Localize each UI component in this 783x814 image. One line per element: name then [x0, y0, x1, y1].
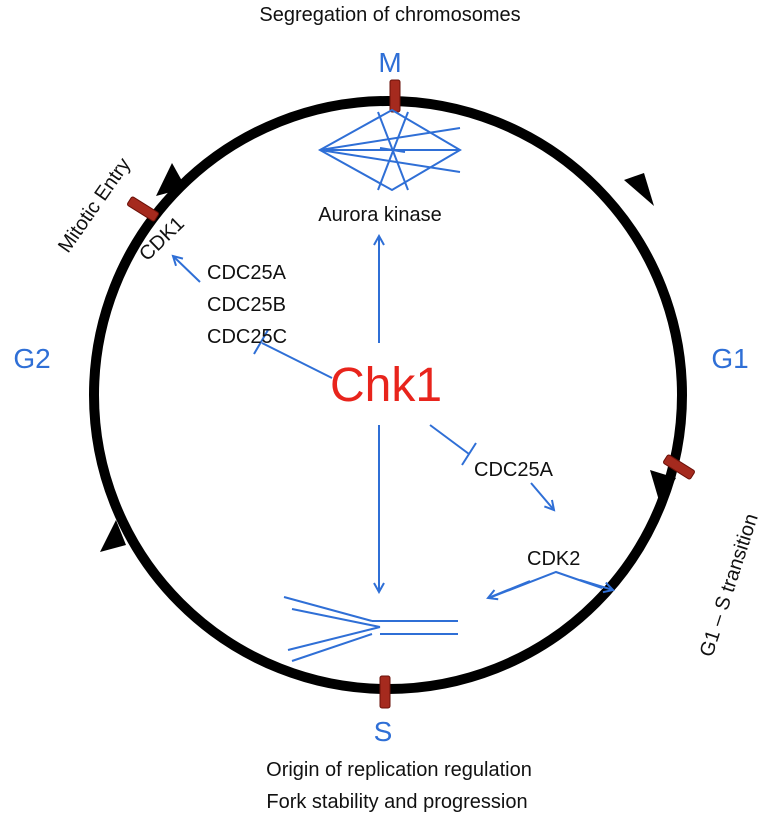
cdc25b-label: CDC25B: [207, 294, 286, 316]
inhibit-bar-cdc25a: [461, 442, 477, 466]
chk1-label: Chk1: [330, 359, 442, 412]
cycle-arrowhead-lower-left: [100, 520, 126, 552]
cdc25c-label: CDC25C: [207, 326, 287, 348]
cdk2-label: CDK2: [527, 548, 580, 570]
arrow-cdc25-to-cdk1: [173, 256, 201, 283]
arrow-cdk2-to-g1s: [579, 579, 613, 590]
cdc25a-left-label: CDC25A: [207, 262, 287, 284]
phase-g1: G1: [711, 343, 748, 374]
inhibit-chk1-cdc25c: [261, 342, 333, 379]
replication-fork-icon: [283, 596, 458, 662]
top-label: Segregation of chromosomes: [259, 4, 520, 26]
phase-g2: G2: [13, 343, 50, 374]
aurora-kinase-label: Aurora kinase: [318, 204, 441, 226]
cdk2-bracket: [488, 570, 603, 599]
spindle-icon: [317, 108, 462, 192]
arrow-cdk2-to-fork: [488, 580, 531, 598]
checkpoint-m: [389, 79, 401, 113]
bottom-label-2: Fork stability and progression: [266, 791, 527, 813]
checkpoint-s: [379, 675, 391, 709]
phase-s: S: [374, 716, 393, 747]
cdc25a-right-label: CDC25A: [474, 459, 554, 481]
inhibit-chk1-cdc25a: [429, 424, 470, 455]
phase-m: M: [378, 47, 401, 78]
checkpoint-g1-s: [663, 454, 695, 480]
mitotic-entry-label: Mitotic Entry: [54, 154, 135, 257]
cycle-arrowhead-upper-left: [156, 163, 186, 196]
arrow-cdc25a-to-cdk2: [530, 482, 554, 510]
cycle-arrowhead-lower-right: [650, 470, 676, 504]
cycle-arrowhead-upper-right: [624, 173, 654, 206]
inhibit-bar-cdc25c: [253, 329, 269, 355]
checkpoint-mitotic-entry: [127, 196, 159, 222]
bottom-label-1: Origin of replication regulation: [266, 759, 532, 781]
g1-s-transition-label: G1 – S transition: [696, 511, 763, 659]
